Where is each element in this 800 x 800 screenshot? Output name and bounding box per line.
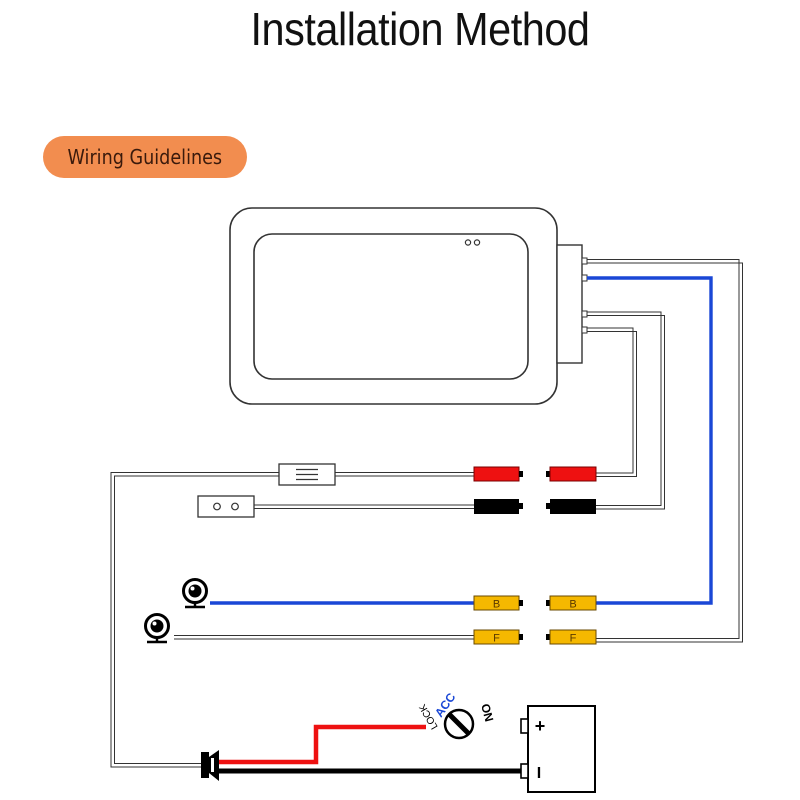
wiring-guidelines-badge: Wiring Guidelines	[43, 136, 247, 178]
cables	[110, 259, 743, 768]
power-connectors	[473, 466, 597, 514]
connector-pin	[581, 310, 588, 318]
plug-pin	[231, 502, 239, 511]
red-wire-ignition	[219, 724, 426, 765]
ground-lug-icon	[201, 750, 219, 781]
black-connector-right	[550, 499, 596, 514]
red-connector-left-tip	[519, 471, 523, 477]
battery-body	[527, 705, 596, 793]
red-connector-left	[473, 466, 520, 482]
indicator-dot	[464, 239, 472, 246]
power-plug	[197, 495, 255, 518]
black-connector-left-tip	[519, 503, 523, 509]
battery-positive-label: +	[535, 716, 546, 736]
cable-black-inner	[587, 315, 665, 510]
cable-front-camera-inner	[587, 262, 743, 643]
cable-front-camera-outer	[587, 259, 740, 639]
badge-label: Wiring Guidelines	[67, 145, 223, 169]
cable-ground-inner	[114, 475, 279, 764]
rca-b-left-label: B	[493, 599, 500, 611]
rca-connectors: B B F F	[473, 595, 597, 645]
rca-b-right	[549, 595, 597, 611]
black-connector-left	[474, 499, 519, 514]
ignition-switch-icon: ACC ON LOCK	[417, 690, 496, 755]
blue-wires	[210, 276, 713, 605]
monitor-screen	[253, 233, 529, 380]
battery-negative-terminal	[520, 763, 529, 779]
red-connector-right	[549, 466, 597, 482]
rear-camera-icon	[182, 578, 208, 609]
cable-red-inner	[587, 331, 637, 477]
fuse-holder	[278, 463, 336, 486]
rca-f-left-label: F	[493, 633, 500, 645]
plug-pin	[213, 502, 221, 511]
ignition-on-label: ON	[478, 702, 496, 723]
page-title: Installation Method	[250, 3, 590, 55]
indicator-dot	[473, 239, 481, 246]
connector-block	[556, 244, 583, 364]
blue-wire-monitor	[587, 276, 713, 605]
front-camera-icon	[144, 613, 170, 644]
rca-f-right	[549, 629, 597, 645]
plug-body	[197, 495, 255, 518]
cable-ground-outer	[110, 472, 279, 768]
black-connector-right-tip	[546, 503, 550, 509]
rca-f-right-label: F	[570, 633, 577, 645]
battery-negative-label: I	[537, 765, 541, 782]
connector-pin	[581, 274, 588, 282]
cable-red-outer	[587, 327, 634, 474]
rca-b-right-label: B	[569, 599, 576, 611]
connector-pin	[581, 326, 588, 334]
connector-pin	[581, 257, 588, 265]
red-connector-right-tip	[546, 471, 550, 477]
battery-positive-terminal	[520, 718, 529, 734]
battery-icon: + I	[520, 705, 596, 793]
monitor-unit	[229, 207, 588, 405]
cable-black-outer	[587, 311, 662, 506]
